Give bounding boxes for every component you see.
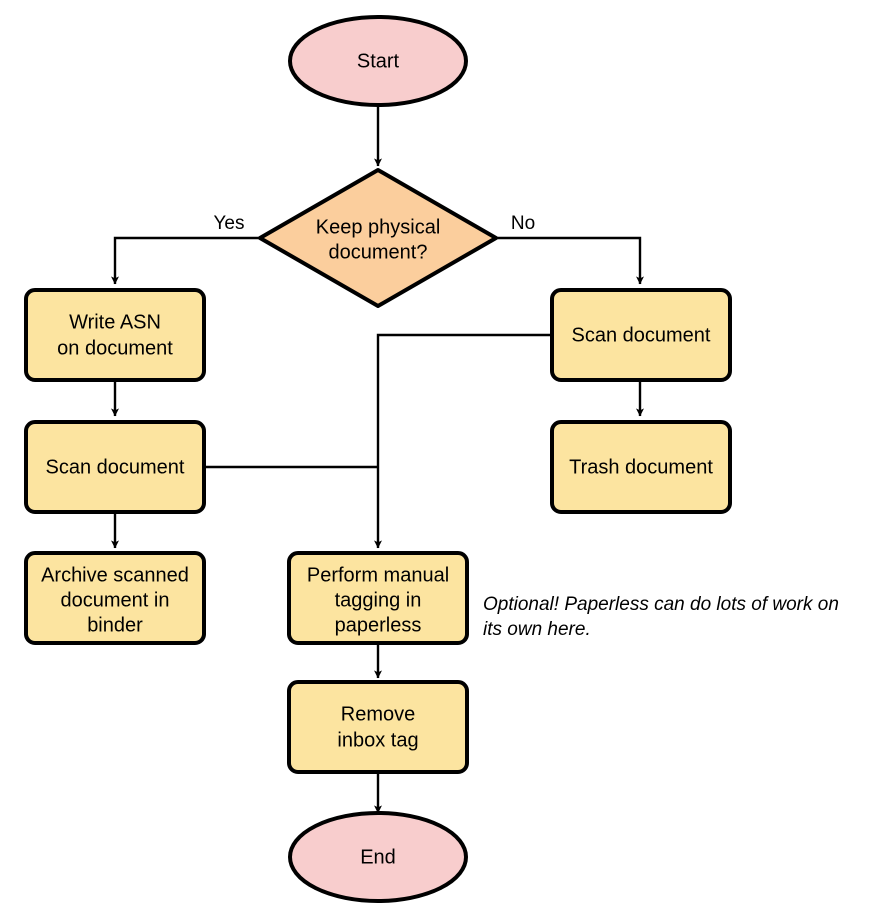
annotation-line2: its own here.	[483, 619, 591, 640]
remove-inbox-tag-label-line2: inbox tag	[337, 729, 418, 751]
node-scan-document-right[interactable]: Scan document	[550, 288, 732, 382]
node-decision-keep-physical-document[interactable]: Keep physical document?	[258, 168, 498, 308]
end-ellipse[interactable]	[288, 811, 468, 903]
start-label: Start	[357, 50, 400, 72]
scan-document-left-box[interactable]	[24, 420, 206, 514]
archive-label-line3: binder	[87, 614, 143, 636]
tagging-label-line1: Perform manual	[307, 564, 449, 586]
node-end[interactable]: End	[288, 811, 468, 903]
connector-layer	[111, 101, 644, 814]
tagging-label-line3: paperless	[335, 614, 422, 636]
annotation-optional-note: Optional! Paperless can do lots of work …	[483, 594, 839, 640]
write-asn-label-line2: on document	[57, 337, 173, 359]
node-remove-inbox-tag[interactable]: Remove inbox tag	[287, 680, 469, 774]
node-archive-scanned-document[interactable]: Archive scanned document in binder	[24, 551, 206, 645]
node-perform-manual-tagging[interactable]: Perform manual tagging in paperless	[287, 551, 469, 645]
node-start[interactable]: Start	[288, 15, 468, 107]
end-label: End	[360, 846, 396, 868]
write-asn-box[interactable]	[24, 288, 206, 382]
trash-document-label: Trash document	[569, 456, 713, 478]
archive-label-line1: Archive scanned	[41, 564, 189, 586]
edge-decision-no-to-scan-right	[496, 236, 644, 285]
remove-inbox-tag-label-line1: Remove	[341, 703, 415, 725]
node-trash-document[interactable]: Trash document	[550, 420, 732, 514]
decision-diamond[interactable]	[258, 168, 498, 308]
write-asn-label-line1: Write ASN	[69, 311, 161, 333]
trash-document-box[interactable]	[550, 420, 732, 514]
scan-document-right-box[interactable]	[550, 288, 732, 382]
archive-label-line2: document in	[61, 589, 170, 611]
node-scan-document-left[interactable]: Scan document	[24, 420, 206, 514]
remove-inbox-tag-box[interactable]	[287, 680, 469, 774]
tagging-label-line2: tagging in	[335, 589, 422, 611]
decision-label-line2: document?	[329, 241, 428, 263]
node-write-asn[interactable]: Write ASN on document	[24, 288, 206, 382]
scan-document-left-label: Scan document	[46, 456, 185, 478]
edge-label-no: No	[511, 213, 535, 234]
annotation-line1: Optional! Paperless can do lots of work …	[483, 594, 839, 615]
scan-document-right-label: Scan document	[572, 324, 711, 346]
edge-label-yes: Yes	[214, 213, 245, 234]
archive-box[interactable]	[24, 551, 206, 645]
tagging-box[interactable]	[287, 551, 469, 645]
decision-label-line1: Keep physical	[316, 216, 441, 238]
edge-decision-yes-to-write-asn	[111, 236, 260, 285]
start-ellipse[interactable]	[288, 15, 468, 107]
edge-scan-right-to-tagging	[374, 333, 552, 549]
